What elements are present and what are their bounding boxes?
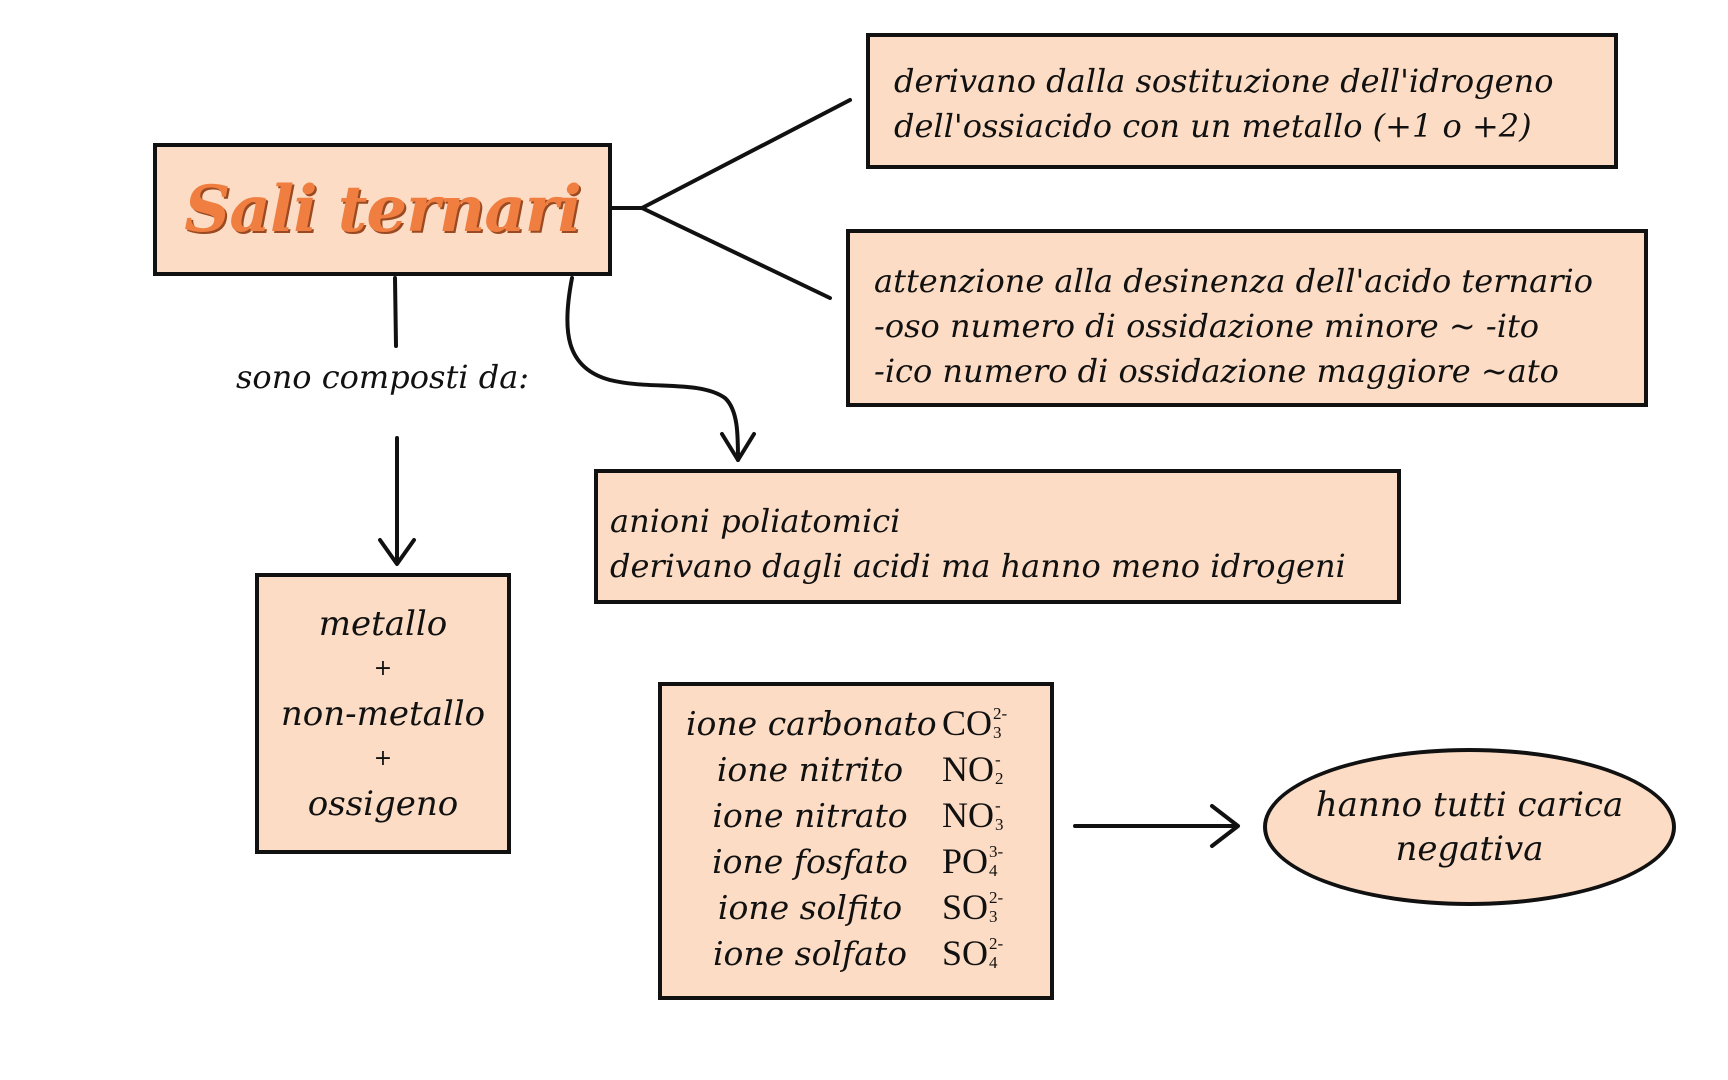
arrowhead-components bbox=[378, 538, 416, 566]
component-item: ossigeno bbox=[307, 783, 459, 824]
branch-line-bottom bbox=[640, 206, 832, 300]
formula-subscript: 3 bbox=[993, 723, 1002, 742]
ion-charge: 2- bbox=[989, 934, 1004, 953]
ion-charge: 2- bbox=[989, 888, 1004, 907]
formula-base: NO bbox=[942, 749, 994, 789]
conclusion-ellipse: hanno tutti carica negativa bbox=[1263, 748, 1676, 906]
title-box: Sali ternari bbox=[153, 143, 612, 276]
anions-line: derivano dagli acidi ma hanno meno idrog… bbox=[610, 547, 1346, 585]
conclusion-text: hanno tutti carica negativa bbox=[1315, 785, 1624, 869]
formula-subscript: 4 bbox=[989, 861, 998, 880]
ion-formula: NO -2 bbox=[942, 748, 1004, 790]
anions-box: anioni poliatomici derivano dagli acidi … bbox=[594, 469, 1401, 604]
plus-sign: + bbox=[373, 745, 393, 771]
component-item: metallo bbox=[318, 603, 448, 644]
anions-line: anioni poliatomici bbox=[610, 502, 901, 540]
ion-row: ione nitrato NO -3 bbox=[686, 792, 1030, 838]
formula-subscript: 3 bbox=[989, 907, 998, 926]
composed-label: sono composti da: bbox=[236, 358, 530, 396]
formula-subscript: 3 bbox=[995, 815, 1004, 834]
definition-line: derivano dalla sostituzione dell'idrogen… bbox=[894, 62, 1554, 100]
ion-charge: 2- bbox=[993, 704, 1008, 723]
arrowhead-conclusion bbox=[1210, 804, 1240, 848]
suffix-note-line: -ico numero di ossidazione maggiore ~ato bbox=[874, 352, 1559, 390]
ion-formula: SO 2-3 bbox=[942, 886, 1003, 928]
ion-charge: 3- bbox=[989, 842, 1004, 861]
components-box: metallo + non-metallo + ossigeno bbox=[255, 573, 511, 854]
component-item: non-metallo bbox=[280, 693, 486, 734]
ion-name: ione fosfato bbox=[712, 841, 908, 881]
formula-subscript: 4 bbox=[989, 953, 998, 972]
ion-table-box: ione carbonato CO 2-3 ione nitrito NO -2… bbox=[658, 682, 1054, 1000]
ion-name: ione carbonato bbox=[686, 703, 937, 743]
ion-row: ione nitrito NO -2 bbox=[686, 746, 1030, 792]
connector-to-composed-label bbox=[393, 276, 398, 348]
page-title: Sali ternari bbox=[184, 172, 582, 247]
ion-formula: NO -3 bbox=[942, 794, 1004, 836]
ion-name: ione nitrato bbox=[712, 795, 908, 835]
ion-formula: CO 2-3 bbox=[942, 702, 1007, 744]
definition-box: derivano dalla sostituzione dell'idrogen… bbox=[866, 33, 1618, 169]
formula-base: NO bbox=[942, 795, 994, 835]
ion-name: ione solfato bbox=[712, 933, 908, 973]
ion-row: ione fosfato PO 3-4 bbox=[686, 838, 1030, 884]
formula-base: CO bbox=[942, 703, 993, 743]
branch-line-top bbox=[640, 98, 852, 210]
ion-formula: SO 2-4 bbox=[942, 932, 1003, 974]
ion-name: ione solfito bbox=[717, 887, 903, 927]
ion-row: ione solfito SO 2-3 bbox=[686, 884, 1030, 930]
formula-subscript: 2 bbox=[995, 769, 1004, 788]
suffix-note-box: attenzione alla desinenza dell'acido ter… bbox=[846, 229, 1648, 407]
plus-sign: + bbox=[373, 655, 393, 681]
ion-formula: PO 3-4 bbox=[942, 840, 1003, 882]
curved-arrow-to-anions bbox=[565, 276, 740, 462]
suffix-note-line: attenzione alla desinenza dell'acido ter… bbox=[874, 262, 1593, 300]
formula-base: SO bbox=[942, 933, 989, 973]
definition-line: dell'ossiacido con un metallo (+1 o +2) bbox=[894, 107, 1532, 145]
formula-base: SO bbox=[942, 887, 989, 927]
suffix-note-line: -oso numero di ossidazione minore ~ -ito bbox=[874, 307, 1540, 345]
ion-row: ione solfato SO 2-4 bbox=[686, 930, 1030, 976]
formula-base: PO bbox=[942, 841, 989, 881]
ion-row: ione carbonato CO 2-3 bbox=[686, 700, 1030, 746]
ion-name: ione nitrito bbox=[716, 749, 904, 789]
ion-charge: - bbox=[995, 796, 1001, 815]
arrowhead-anions bbox=[720, 432, 756, 462]
ion-charge: - bbox=[995, 750, 1001, 769]
